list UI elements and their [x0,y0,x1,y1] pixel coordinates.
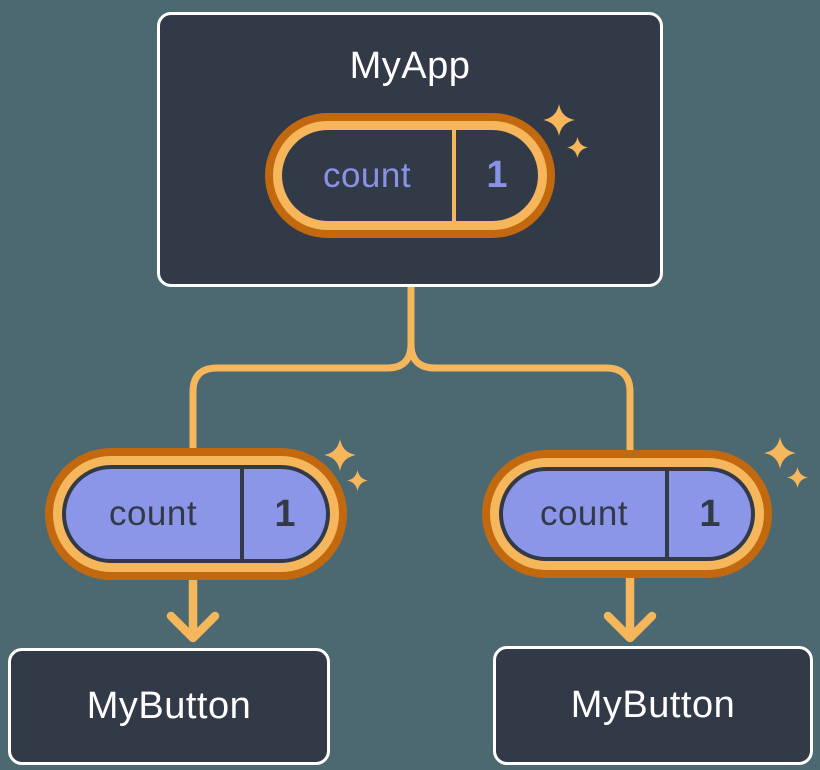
arrow-left-head [166,611,220,643]
mybutton-left-state-pill: count 1 [45,448,347,580]
mybutton-left-component-box: MyButton [8,648,330,765]
mybutton-right-state-name-label: count [539,494,629,533]
arrow-right-head [603,611,657,643]
mybutton-left-state-pill-divider [240,469,244,559]
myapp-state-pill: count 1 [265,113,555,238]
mybutton-right-state-pill-divider [665,471,669,557]
sparkle-icon [324,439,356,471]
mybutton-right-title: MyButton [570,684,736,726]
mybutton-left-state-value: 1 [274,492,296,535]
myapp-state-pill-ring: count 1 [273,121,547,230]
mybutton-right-state-pill: count 1 [482,450,772,578]
mybutton-left-state-pill-body: count 1 [62,465,330,563]
sparkle-icon [764,437,796,469]
myapp-state-value: 1 [486,154,508,196]
fork-connector-left [189,282,415,474]
sparkle-icon [787,467,808,488]
sparkle-icon [347,470,368,491]
arrow-down-right-icon [603,567,657,643]
myapp-state-pill-body: count 1 [282,130,538,221]
myapp-title: MyApp [349,45,471,87]
mybutton-right-state-value: 1 [699,492,721,535]
mybutton-left-state-name-label: count [108,494,198,533]
mybutton-left-state-pill-ring: count 1 [53,456,339,572]
myapp-state-name-label: count [322,155,412,195]
arrow-down-left-icon [166,567,220,643]
myapp-state-pill-divider [452,130,456,221]
mybutton-right-state-pill-body: count 1 [499,467,755,561]
mybutton-right-component-box: MyButton [493,646,813,765]
sparkle-icon [567,137,588,158]
mybutton-right-state-pill-ring: count 1 [490,458,764,570]
mybutton-left-title: MyButton [86,685,252,727]
fork-connector-right [407,282,634,474]
sparkle-icon [543,104,575,136]
